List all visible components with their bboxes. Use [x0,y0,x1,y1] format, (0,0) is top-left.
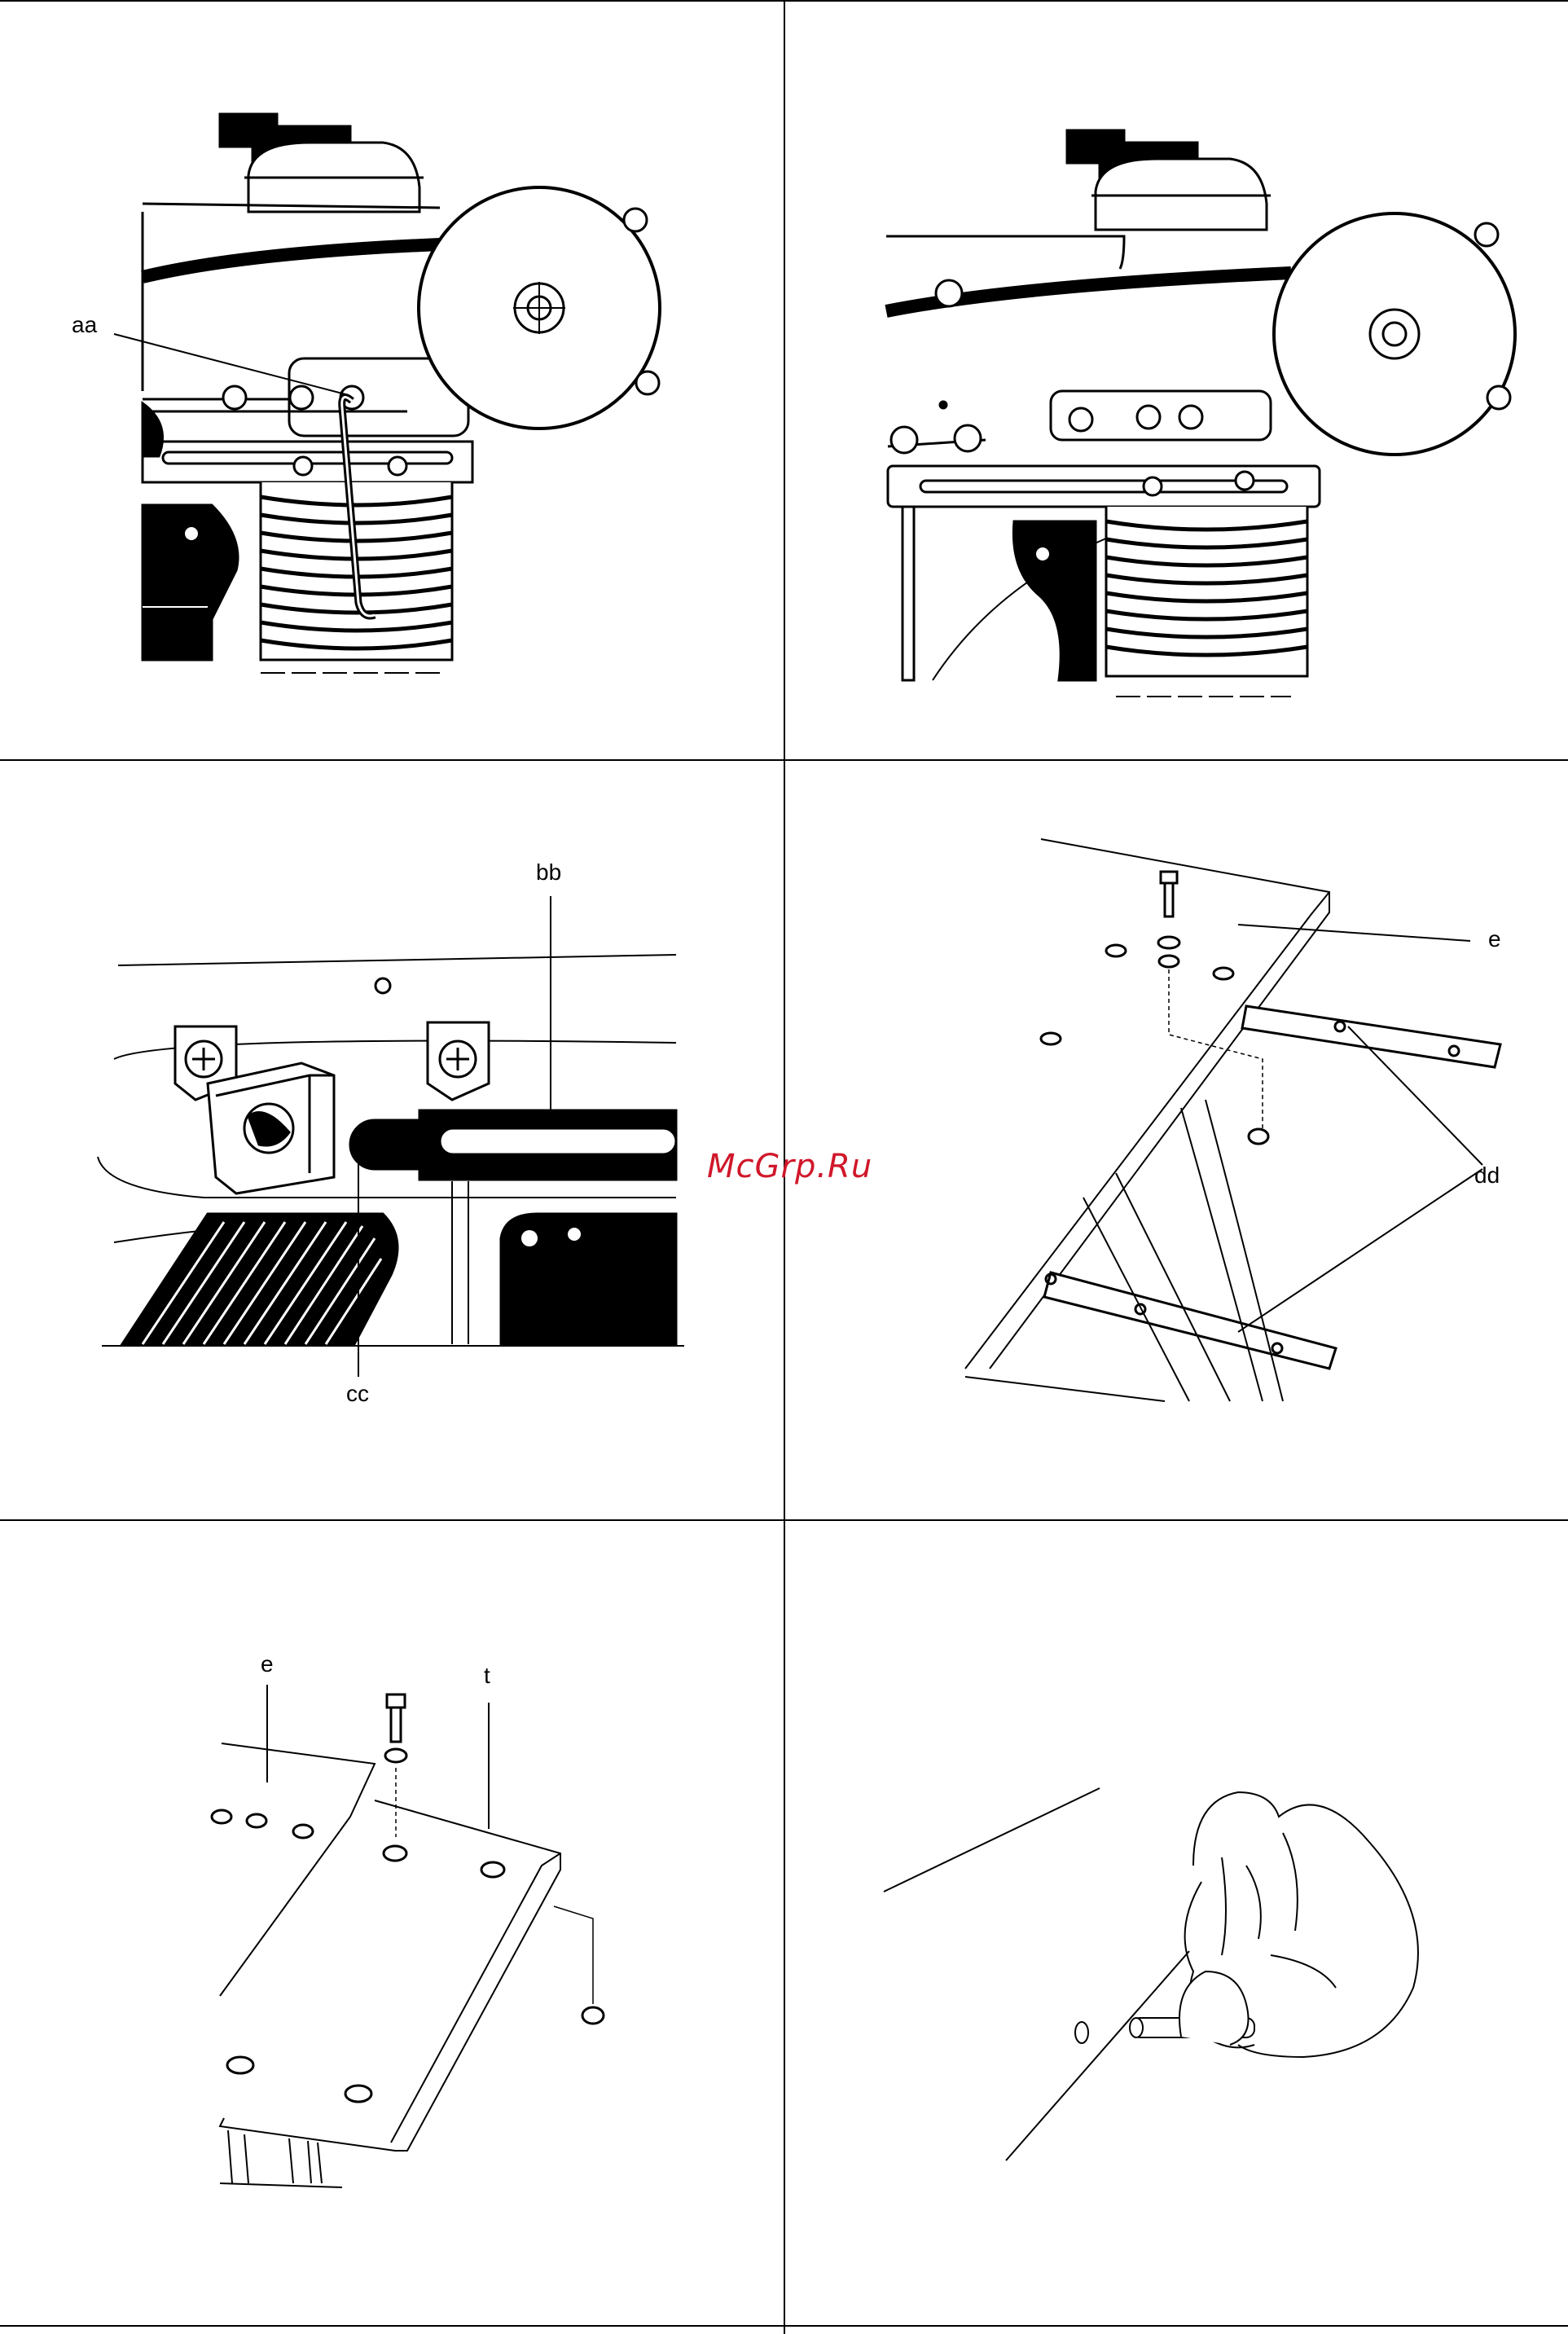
panel-4-illustration [965,839,1500,1401]
panel-3-illustration [98,955,684,1346]
label-cc: cc [346,1381,369,1406]
label-bb: bb [536,859,561,885]
panel-1-illustration [143,114,660,673]
panel-5-illustration [212,1694,604,2187]
watermark: McGrp.Ru [707,1148,872,1185]
leader-dd [1238,1026,1482,1332]
panel-2-illustration [886,130,1515,697]
label-e: e [1488,926,1501,952]
panel-6-illustration [884,1788,1418,2160]
label-aa: aa [72,312,98,337]
label-dd: dd [1474,1163,1500,1188]
label-t: t [484,1663,490,1688]
label-e-2: e [261,1651,274,1677]
